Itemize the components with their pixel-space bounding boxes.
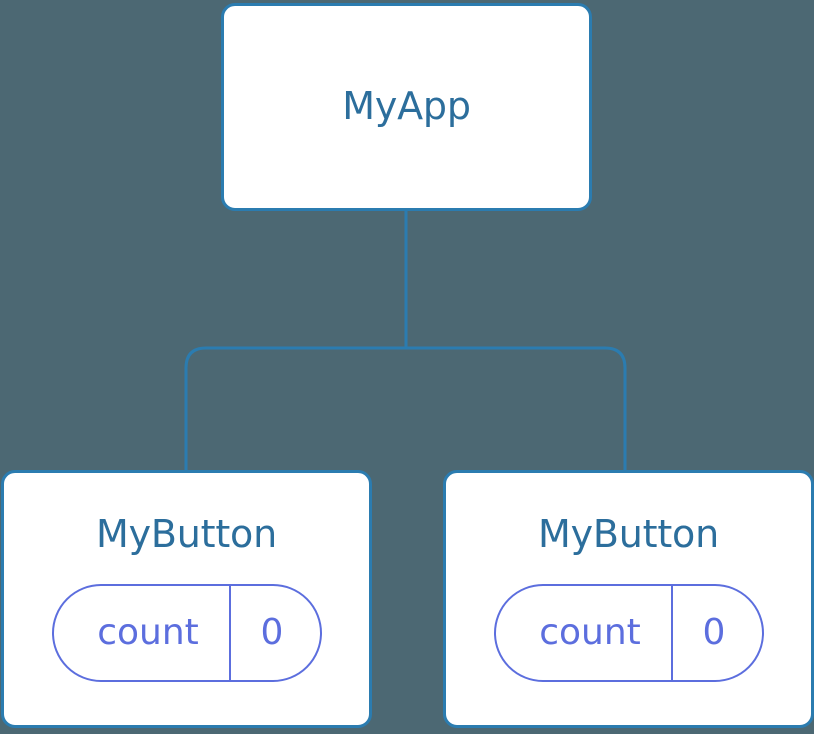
state-pill-divider <box>670 586 673 680</box>
state-key-cell: count <box>496 586 671 680</box>
edge-root-to-child-1 <box>406 346 627 472</box>
state-value-cell: 0 <box>231 586 320 680</box>
node-label: MyButton <box>96 512 277 556</box>
state-value-cell: 0 <box>673 586 762 680</box>
node-label: MyApp <box>342 84 471 128</box>
state-key-label: count <box>97 612 199 653</box>
state-key-cell: count <box>54 586 229 680</box>
state-pill[interactable]: count 0 <box>493 584 764 682</box>
state-value-label: 0 <box>702 612 726 653</box>
state-pill[interactable]: count 0 <box>51 584 322 682</box>
node-label: MyButton <box>538 512 719 556</box>
state-pill-divider <box>228 586 231 680</box>
state-value-label: 0 <box>260 612 284 653</box>
state-key-label: count <box>539 612 641 653</box>
tree-node-myapp[interactable]: MyApp <box>221 3 592 211</box>
edge-root-to-child-0 <box>184 346 406 472</box>
tree-node-mybutton-0[interactable]: MyButton count 0 <box>1 470 372 728</box>
tree-node-mybutton-1[interactable]: MyButton count 0 <box>443 470 814 728</box>
